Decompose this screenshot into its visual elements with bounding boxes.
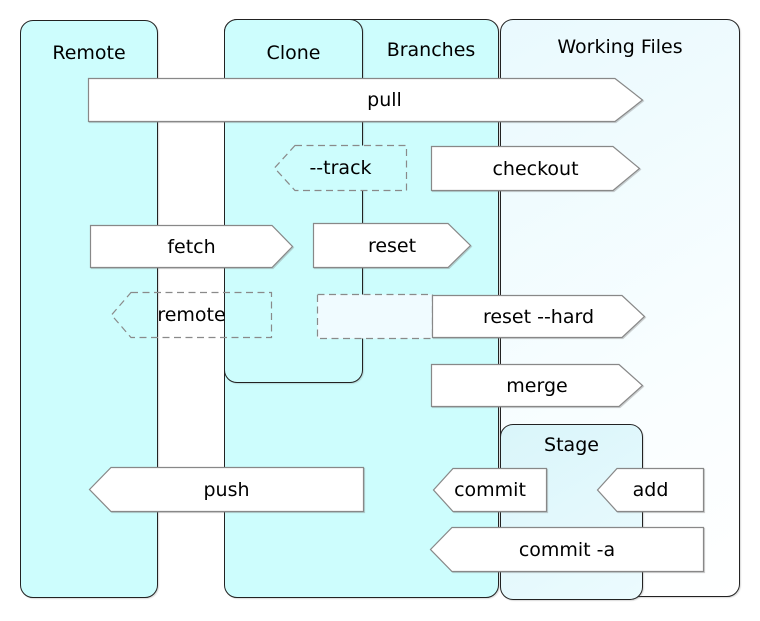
arrow-remote-label: remote [157,304,226,326]
arrow-reset-hard-label: reset --hard [482,305,595,328]
right-arrow-shape [430,145,641,192]
left-arrow-shape [429,526,705,573]
right-arrow-shape [89,224,294,269]
left-arrow-shape [273,144,408,192]
arrow-reset-hard: reset --hard [431,294,646,339]
arrow-merge: merge [430,363,644,408]
arrow-commit-a: commit -a [429,526,705,573]
arrow-fetch-label: fetch [167,235,216,258]
arrow-checkout: checkout [430,145,641,192]
clone-panel-title: Clone [266,42,321,64]
arrow-remote: remote [110,291,273,339]
arrow-commit-label: commit [454,479,526,501]
arrow-pull: pull [87,77,644,123]
arrow-track-label: --track [309,157,372,179]
left-arrow-shape [110,291,273,339]
right-arrow-shape [312,222,472,269]
arrow-reset: reset [312,222,472,269]
arrow-push: push [88,466,365,513]
left-arrow-shape [88,466,365,513]
left-arrow-shape [596,467,705,513]
arrow-reset-label: reset [367,234,417,257]
arrow-track: --track [273,144,408,192]
arrow-add: add [596,467,705,513]
arrow-push-label: push [203,478,250,501]
arrow-add-label: add [632,479,669,501]
arrow-commit: commit [432,467,548,513]
arrow-pull-label: pull [367,89,402,111]
remote-panel-title: Remote [52,42,126,64]
arrow-merge-label: merge [506,374,568,397]
branches-panel-title: Branches [386,39,476,61]
arrow-fetch: fetch [89,224,294,269]
reset-hard-ghost-box [316,293,434,340]
arrow-checkout-label: checkout [492,157,579,180]
arrow-commit-a-label: commit -a [518,538,616,561]
stage-panel-title: Stage [544,434,599,456]
right-arrow-shape [87,77,644,123]
working-files-panel-title: Working Files [557,36,683,58]
left-arrow-shape [432,467,548,513]
dashed-rect-shape [316,293,434,340]
right-arrow-shape [431,294,646,339]
right-arrow-shape [430,363,644,408]
